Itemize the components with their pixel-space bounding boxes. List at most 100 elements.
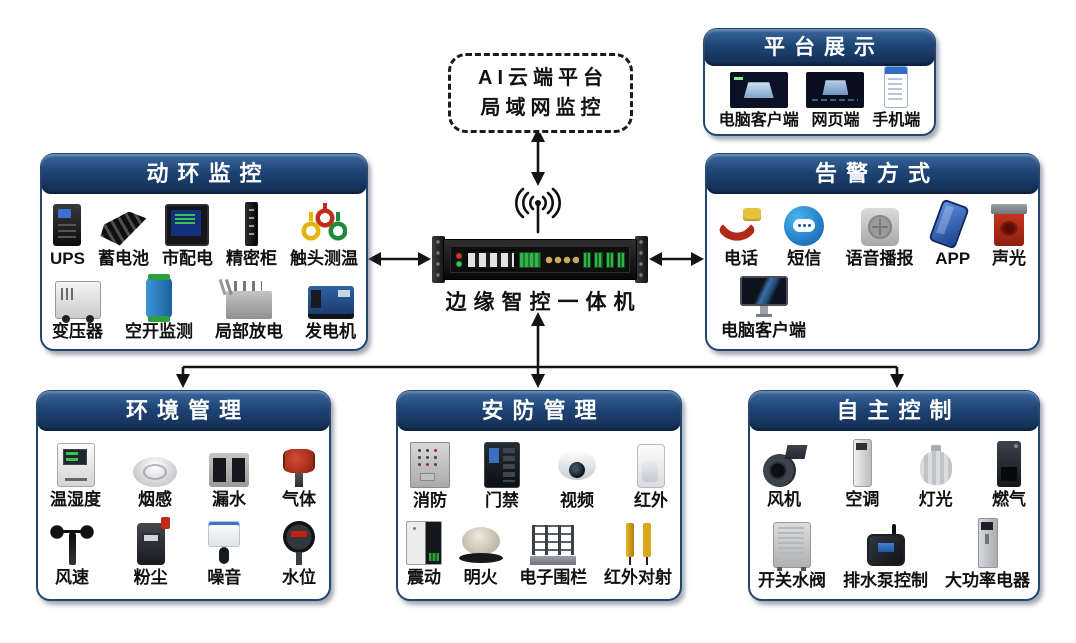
- infrared-beam-icon: [619, 521, 657, 566]
- transformer-icon: [54, 280, 101, 323]
- item-label: 声光: [992, 248, 1026, 268]
- item-sound-light: 声光: [991, 203, 1027, 269]
- item-label: 燃气: [991, 490, 1026, 510]
- item-electric-fence: 电子围栏: [519, 523, 587, 588]
- vibration-sensor-icon: [406, 521, 442, 566]
- item-label: 大功率电器: [945, 571, 1030, 591]
- voice-broadcast-icon: [860, 207, 899, 246]
- web-screenshot-icon: [806, 72, 865, 109]
- access-control-icon: [484, 441, 520, 488]
- item-ups: UPS: [50, 203, 85, 269]
- item-label: 气体: [282, 489, 316, 509]
- mobile-screenshot-icon: [884, 66, 909, 109]
- item-label: 网页端: [811, 112, 860, 130]
- cloud-line-2: 局域网监控: [480, 97, 606, 119]
- item-label: 风速: [55, 567, 89, 587]
- wind-speed-icon: [50, 521, 94, 565]
- dust-sensor-icon: [136, 516, 170, 565]
- item-water-valve: 开关水阀: [758, 522, 826, 591]
- smoke-detector-icon: [133, 456, 177, 487]
- item-temp-humidity: 温湿度: [50, 442, 101, 510]
- antenna-connectors-icon: [545, 254, 579, 265]
- water-level-icon: [281, 520, 317, 565]
- item-gas: 气体: [281, 447, 317, 510]
- precision-cabinet-icon: [244, 201, 258, 246]
- item-label: 消防: [413, 490, 447, 510]
- sound-light-icon: [991, 203, 1027, 246]
- item-label: 噪音: [207, 567, 242, 587]
- item-label: 风机: [767, 490, 801, 510]
- item-label: 烟感: [138, 489, 172, 509]
- partial-discharge-icon: [226, 280, 272, 319]
- panel-control-title: 自主控制: [749, 391, 1039, 431]
- item-wind-speed: 风速: [50, 521, 94, 588]
- item-breaker-monitor: 空开监测: [125, 273, 193, 342]
- item-open-flame: 明火: [458, 525, 503, 588]
- ai-cloud-box: AI云端平台 局域网监控: [448, 53, 633, 133]
- status-led-icon: [455, 251, 463, 268]
- infrared-sensor-icon: [637, 443, 665, 488]
- item-label: 局部放电: [215, 321, 283, 341]
- item-label: 精密柜: [225, 248, 277, 268]
- item-label: 蓄电池: [97, 248, 149, 268]
- item-telephone: 电话: [719, 204, 763, 269]
- item-label: 水位: [281, 567, 316, 587]
- item-label: 语音播报: [845, 248, 914, 268]
- item-label: 震动: [407, 568, 441, 588]
- item-label: 漏水: [212, 489, 246, 509]
- app-icon: [928, 198, 970, 250]
- item-label: 排水泵控制: [843, 571, 928, 591]
- io-terminal-blocks: [583, 251, 625, 268]
- item-precision-cabinet: 精密柜: [225, 201, 277, 269]
- water-valve-icon: [773, 522, 811, 572]
- item-label: 发电机: [305, 321, 356, 341]
- panel-alarm: 告警方式 电话 短信 语音播报 APP: [705, 153, 1040, 351]
- item-high-power: 大功率电器: [945, 518, 1030, 591]
- item-label: 红外: [634, 490, 668, 510]
- rack-ear-left: [432, 236, 445, 283]
- item-label: 手机端: [872, 112, 921, 130]
- item-dust: 粉尘: [134, 516, 170, 588]
- item-air-conditioner: 空调: [845, 439, 879, 510]
- terminal-block-icon: [583, 251, 592, 268]
- item-access-control: 门禁: [484, 441, 520, 511]
- item-label: 电子围栏: [519, 568, 588, 588]
- edge-gateway-device-icon: [432, 236, 648, 283]
- air-conditioner-icon: [852, 439, 872, 488]
- terminal-block-icon: [594, 251, 603, 268]
- item-infrared-beam: 红外对射: [604, 521, 672, 588]
- panel-environment-title: 环境管理: [37, 391, 330, 431]
- item-label: 市配电: [161, 248, 213, 268]
- panel-security-title: 安防管理: [397, 391, 681, 431]
- high-power-appliance-icon: [977, 518, 998, 569]
- panel-power-env: 动环监控 UPS 蓄电池 市配电 精密柜: [40, 153, 368, 351]
- item-label: 变压器: [52, 321, 103, 341]
- item-water-leak: 漏水: [209, 452, 249, 510]
- panel-security: 安防管理 消防 门禁 视频 红外: [396, 390, 682, 601]
- panel-power-env-title: 动环监控: [41, 154, 367, 194]
- sms-icon: [784, 205, 825, 246]
- ups-icon: [53, 203, 82, 246]
- gateway-chassis: [443, 239, 637, 280]
- item-lighting: 灯光: [919, 445, 953, 510]
- pc-client-screenshot-icon: [729, 72, 788, 109]
- item-vibration: 震动: [406, 521, 442, 588]
- temp-humidity-icon: [56, 442, 95, 487]
- item-label: 空开监测: [125, 321, 193, 341]
- mains-distribution-icon: [165, 203, 210, 246]
- panel-platform-title: 平台展示: [704, 29, 935, 66]
- panel-alarm-title: 告警方式: [706, 154, 1039, 194]
- panel-platform: 平台展示 电脑客户端 网页端 手机端: [703, 28, 936, 136]
- item-gas-control: 燃气: [992, 441, 1026, 510]
- item-app: APP: [928, 198, 971, 269]
- item-desktop-client: 电脑客户端: [721, 276, 806, 341]
- item-label: 红外对射: [603, 568, 672, 588]
- drain-pump-icon: [866, 524, 905, 568]
- item-transformer: 变压器: [52, 280, 103, 342]
- ethernet-ports-icon: [467, 249, 515, 270]
- item-label: 空调: [845, 490, 880, 510]
- item-battery: 蓄电池: [97, 211, 149, 269]
- generator-icon: [307, 285, 354, 319]
- fan-icon: [762, 445, 806, 488]
- item-label: 开关水阀: [758, 571, 826, 591]
